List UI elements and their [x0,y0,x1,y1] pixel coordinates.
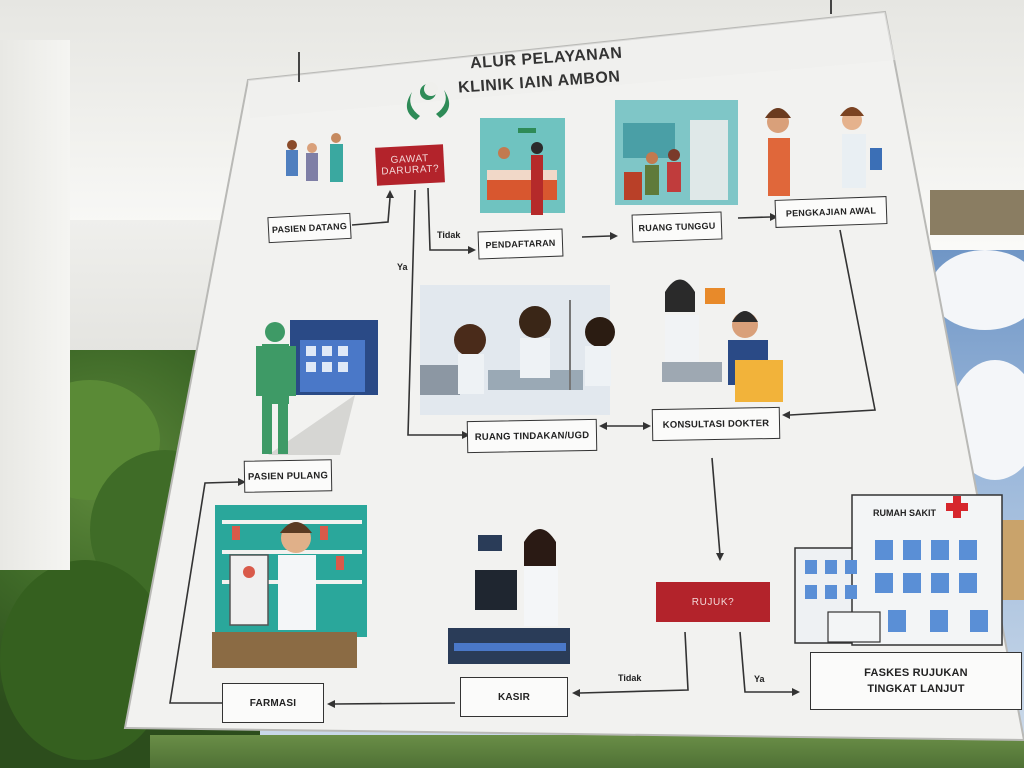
hanging-wire [830,0,832,14]
ruang-tindakan-label: RUANG TINDAKAN/UGD [466,418,598,454]
edge-ya-emergency: Ya [397,262,408,272]
faskes-line1: FASKES RUJUKAN [864,667,968,679]
cashier-illustration [448,529,570,664]
patient-going-home-illustration [256,320,378,455]
initial-assessment-illustration [765,107,882,196]
farmasi-label: FARMASI [222,683,324,723]
pillar [0,40,70,570]
konsultasi-dokter-label: KONSULTASI DOKTER [651,406,781,442]
pendaftaran-label: PENDAFTARAN [477,228,564,260]
faskes-line2: TINGKAT LANJUT [867,683,965,695]
cloud [930,250,1024,330]
hospital-cross-icon [946,496,968,518]
rumah-sakit-sign: RUMAH SAKIT [873,508,936,518]
edge-ya-referral: Ya [754,674,765,684]
registration-desk-illustration [480,118,565,215]
kasir-label: KASIR [460,677,568,717]
waiting-room-illustration [615,100,738,205]
doctor-consultation-illustration [662,279,783,402]
pasien-datang-label: PASIEN DATANG [267,212,352,244]
roof-edge [930,190,1024,235]
ruang-tunggu-label: RUANG TUNGGU [631,211,723,243]
faskes-rujukan-label: FASKES RUJUKAN TINGKAT LANJUT [810,652,1022,710]
rujuk-decision: RUJUK? [656,582,770,622]
hanging-wire [298,52,300,82]
pharmacy-illustration [212,505,367,668]
ground [150,735,1024,768]
hospital-illustration [794,494,1003,646]
crescent-hands-logo [406,82,450,120]
pengkajian-awal-label: PENGKAJIAN AWAL [774,196,888,228]
patients-arriving-illustration [286,133,343,182]
gawat-darurat-decision: GAWAT DARURAT? [375,144,445,186]
treatment-room-illustration [420,285,615,415]
edge-tidak-registration: Tidak [437,230,461,240]
edge-tidak-cashier: Tidak [618,673,642,683]
pasien-pulang-label: PASIEN PULANG [243,459,333,493]
